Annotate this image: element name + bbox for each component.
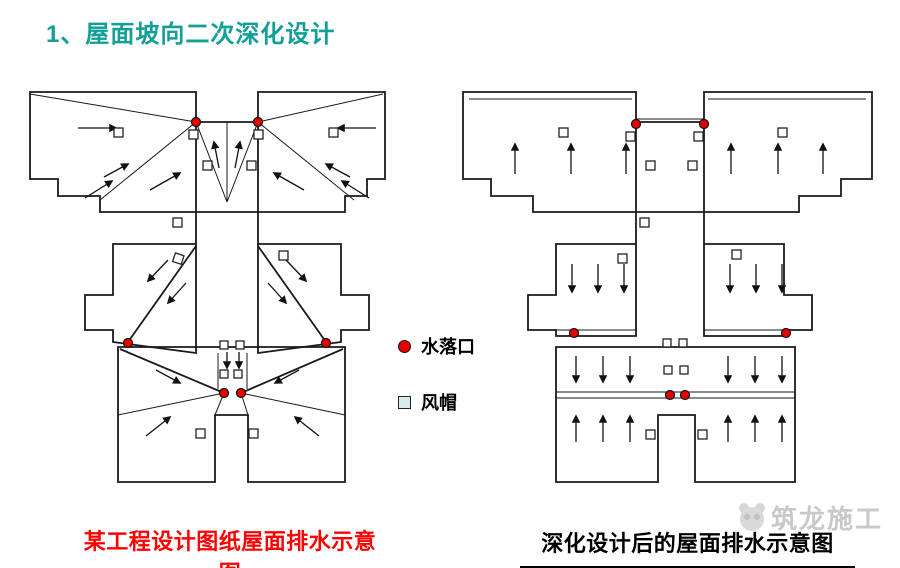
windcap-markers (113, 127, 339, 439)
drain-outlet-markers (122, 116, 332, 399)
drain-outlet-icon (398, 339, 411, 353)
legend-label-drain: 水落口 (421, 337, 475, 357)
drain-outlet-markers (568, 118, 792, 401)
legend-item-windcap: 风帽 (398, 389, 498, 415)
legend-item-drain: 水落口 (398, 333, 498, 359)
windcap-icon (398, 395, 411, 409)
left-diagram-caption: 某工程设计图纸屋面排水示意图 (75, 524, 385, 568)
slide-title: 1、屋面坡向二次深化设计 (46, 21, 336, 48)
legend: 水落口 风帽 (398, 333, 498, 445)
building-outline (462, 91, 873, 483)
windcap-markers (558, 127, 788, 440)
legend-label-windcap: 风帽 (421, 393, 457, 413)
gutter-lines (469, 98, 866, 399)
slope-arrows (78, 123, 376, 437)
original-roof-drainage-diagram (29, 91, 386, 483)
right-diagram-caption: 深化设计后的屋面排水示意图 (520, 526, 855, 568)
ridge-valley-lines (29, 93, 384, 416)
slope-arrows (510, 142, 828, 442)
deepened-roof-drainage-diagram (462, 91, 873, 483)
